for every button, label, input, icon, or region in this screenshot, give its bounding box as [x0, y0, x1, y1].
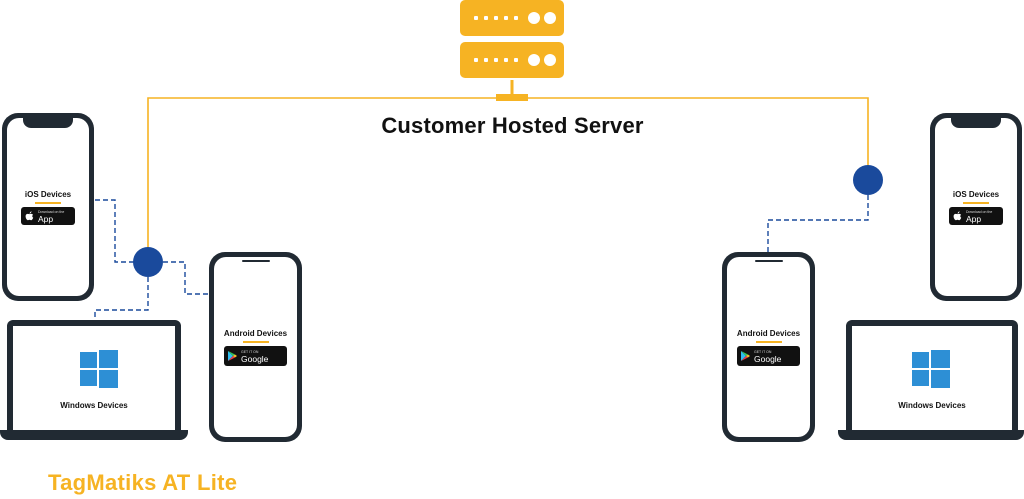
- apple-icon: [25, 211, 34, 221]
- right-app-store-small: Download on the: [966, 210, 993, 214]
- left-ios-underline: [35, 202, 61, 204]
- left-laptop: Windows Devices: [7, 320, 181, 430]
- left-windows-title: Windows Devices: [60, 401, 128, 410]
- server-bus-line: [147, 97, 869, 248]
- server-unit-bottom: [460, 42, 564, 78]
- right-google-play-small: GET IT ON: [754, 350, 772, 354]
- right-ios-phone: iOS Devices Download on the App Store: [930, 113, 1022, 301]
- left-ios-title: iOS Devices: [24, 190, 72, 199]
- left-google-play-badge[interactable]: GET IT ON Google Play: [224, 346, 287, 374]
- google-play-icon: [741, 351, 750, 361]
- right-google-play-badge[interactable]: GET IT ON Google Play: [737, 346, 800, 374]
- right-android-underline: [755, 341, 782, 343]
- right-hub-node: [853, 165, 883, 195]
- right-android-title: Android Devices: [736, 329, 801, 338]
- server-label: Customer Hosted Server: [381, 113, 644, 138]
- brand-name: TagMatiks AT Lite: [48, 470, 238, 495]
- left-android-title: Android Devices: [223, 329, 288, 338]
- left-android-underline: [242, 341, 269, 343]
- right-android-link: [767, 195, 869, 253]
- server-unit-top: [460, 0, 564, 36]
- google-play-icon: [228, 351, 237, 361]
- right-ios-title: iOS Devices: [952, 190, 1000, 199]
- right-android-phone: Android Devices GET IT ON Google Play: [722, 252, 815, 442]
- right-windows-title: Windows Devices: [898, 401, 966, 410]
- left-app-store-badge[interactable]: Download on the App Store: [21, 207, 75, 234]
- left-laptop-base: [0, 430, 188, 440]
- left-windows-link: [94, 277, 149, 322]
- left-app-store-big: App Store: [38, 214, 59, 234]
- apple-icon: [953, 211, 962, 221]
- left-android-phone: Android Devices GET IT ON Google Play: [209, 252, 302, 442]
- left-ios-link: [95, 199, 134, 263]
- right-ios-underline: [963, 202, 989, 204]
- right-app-store-badge[interactable]: Download on the App Store: [949, 207, 1003, 234]
- right-google-play-big: Google Play: [754, 354, 782, 374]
- left-android-link: [163, 261, 210, 295]
- left-google-play-big: Google Play: [241, 354, 269, 374]
- right-laptop: Windows Devices: [846, 320, 1018, 430]
- right-app-store-big: App Store: [966, 214, 987, 234]
- left-hub-node: [133, 247, 163, 277]
- left-google-play-small: GET IT ON: [241, 350, 259, 354]
- right-laptop-base: [838, 430, 1024, 440]
- left-app-store-small: Download on the: [38, 210, 65, 214]
- left-ios-phone: iOS Devices Download on the App Store: [2, 113, 94, 301]
